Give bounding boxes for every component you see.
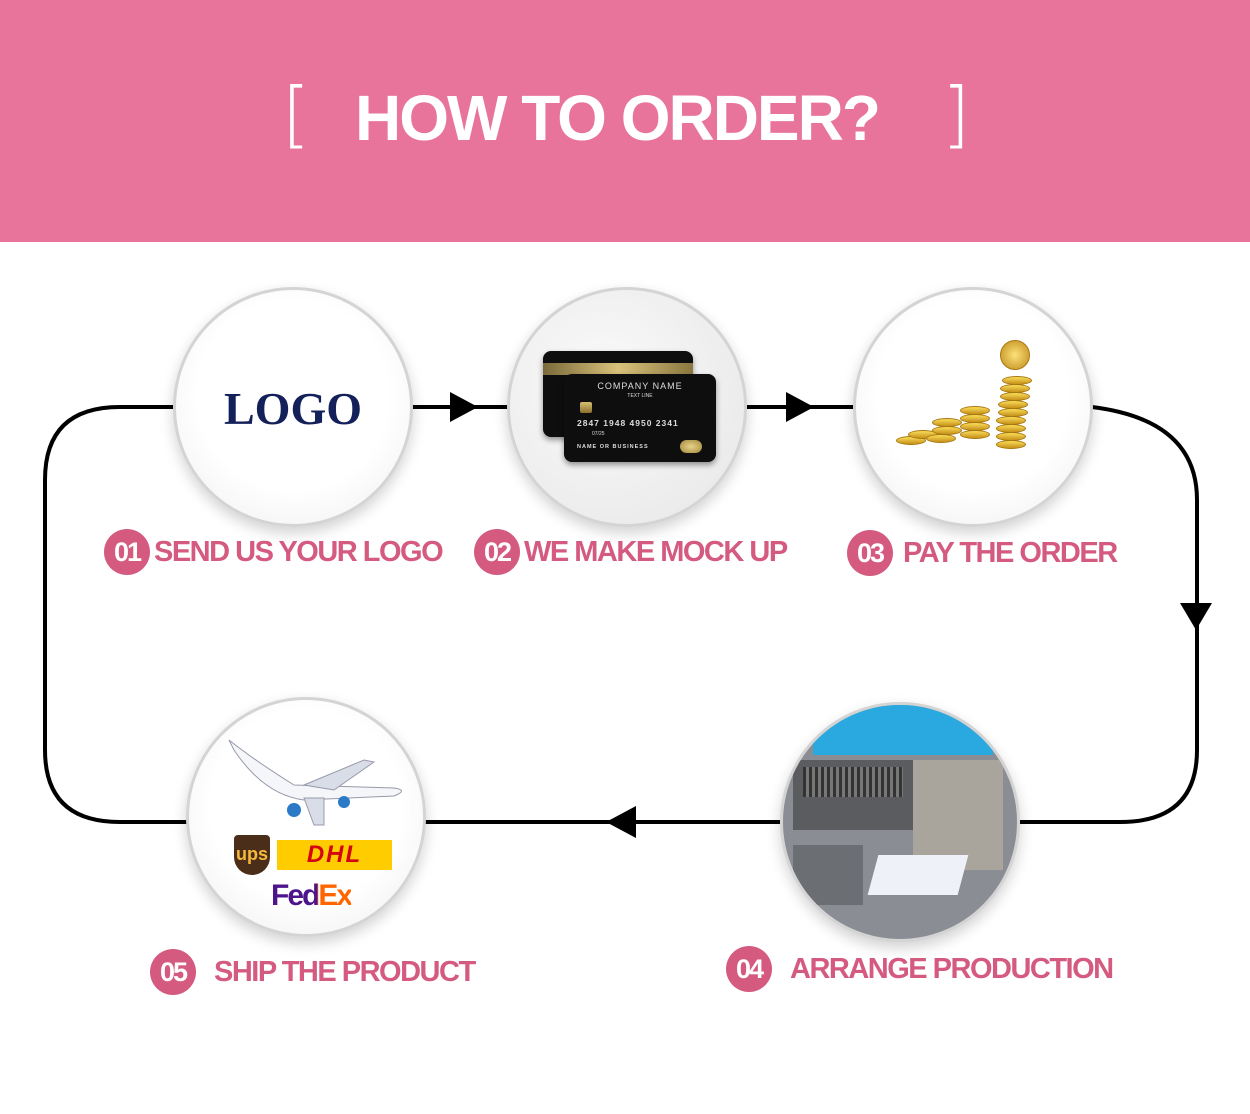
page-title: HOW TO ORDER?	[355, 82, 881, 154]
step-1-circle: LOGO	[173, 287, 413, 527]
step-number-badge: 01	[104, 529, 150, 575]
bracket-right: ]	[942, 72, 971, 156]
step-3-label: 03 PAY THE ORDER	[847, 530, 1118, 576]
step-2-label: 02 WE MAKE MOCK UP	[474, 529, 788, 575]
card-company: COMPANY NAME	[597, 381, 683, 391]
ups-logo: ups	[234, 835, 270, 875]
arrow-right-icon	[786, 392, 814, 422]
card-name: NAME OR BUSINESS	[577, 444, 649, 450]
step-title: SEND US YOUR LOGO	[154, 535, 444, 568]
step-5-label: 05 SHIP THE PRODUCT	[150, 949, 476, 995]
credit-card: COMPANY NAME TEXT LINE 2847 1948 4950 23…	[564, 374, 716, 462]
step-4-circle	[780, 702, 1020, 942]
header-banner: [ HOW TO ORDER? ]	[0, 0, 1250, 242]
arrow-right-icon	[450, 392, 478, 422]
step-number-badge: 05	[150, 949, 196, 995]
fedex-logo: FedEx	[271, 879, 353, 912]
step-title: SHIP THE PRODUCT	[214, 955, 476, 988]
step-title: PAY THE ORDER	[903, 536, 1118, 569]
step-number-badge: 04	[726, 946, 772, 992]
step-2-circle: COMPANY NAME TEXT LINE 2847 1948 4950 23…	[507, 287, 747, 527]
connector-right-loop	[1020, 405, 1199, 824]
step-5-circle: ups DHL FedEx	[186, 697, 426, 937]
connector-left-loop	[43, 405, 190, 824]
step-number-badge: 02	[474, 529, 520, 575]
dhl-logo: DHL	[277, 840, 392, 870]
card-number: 2847 1948 4950 2341	[577, 418, 679, 428]
logo-placeholder: LOGO	[223, 383, 363, 434]
arrow-left-icon	[606, 806, 636, 838]
step-4-label: 04 ARRANGE PRODUCTION	[726, 946, 1114, 992]
card-expiry: 07/25	[592, 431, 605, 437]
step-title: WE MAKE MOCK UP	[524, 535, 788, 568]
step-title: ARRANGE PRODUCTION	[790, 952, 1114, 985]
step-number-badge: 03	[847, 530, 893, 576]
step-3-circle	[853, 287, 1093, 527]
card-text-line: TEXT LINE	[627, 393, 653, 399]
bracket-left: [	[282, 72, 311, 156]
step-1-label: 01 SEND US YOUR LOGO	[104, 529, 444, 575]
chip-icon	[580, 402, 592, 413]
arrow-down-icon	[1180, 603, 1212, 630]
card-logo-icon	[680, 440, 702, 453]
airplane-icon	[228, 739, 402, 826]
